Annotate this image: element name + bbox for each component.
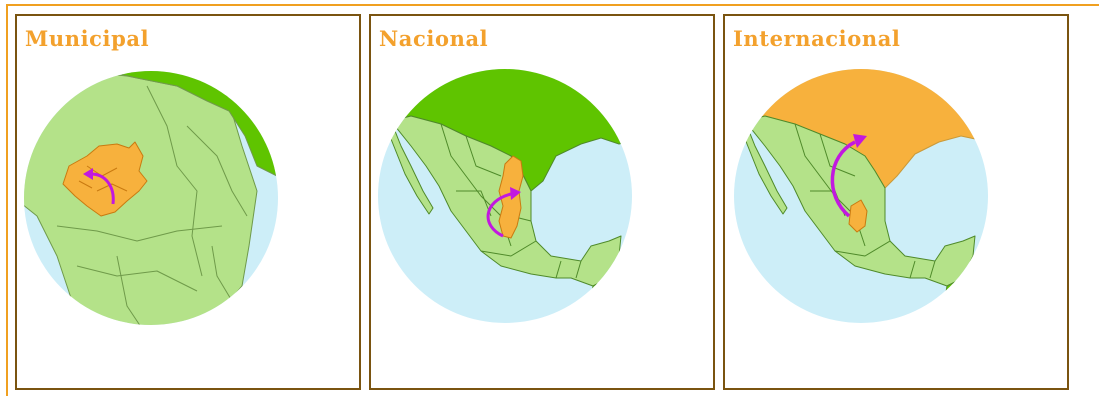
panel-internacional[interactable]: Internacional — [723, 14, 1069, 390]
panel-municipal[interactable]: Municipal — [15, 14, 361, 390]
municipal-map-icon — [24, 71, 278, 325]
panel-title: Municipal — [25, 26, 150, 51]
panel-title: Nacional — [379, 26, 489, 51]
outer-frame — [6, 4, 1099, 396]
international-map-icon — [734, 69, 988, 323]
national-map-icon — [378, 69, 632, 323]
panel-nacional[interactable]: Nacional — [369, 14, 715, 390]
panel-title: Internacional — [733, 26, 901, 51]
